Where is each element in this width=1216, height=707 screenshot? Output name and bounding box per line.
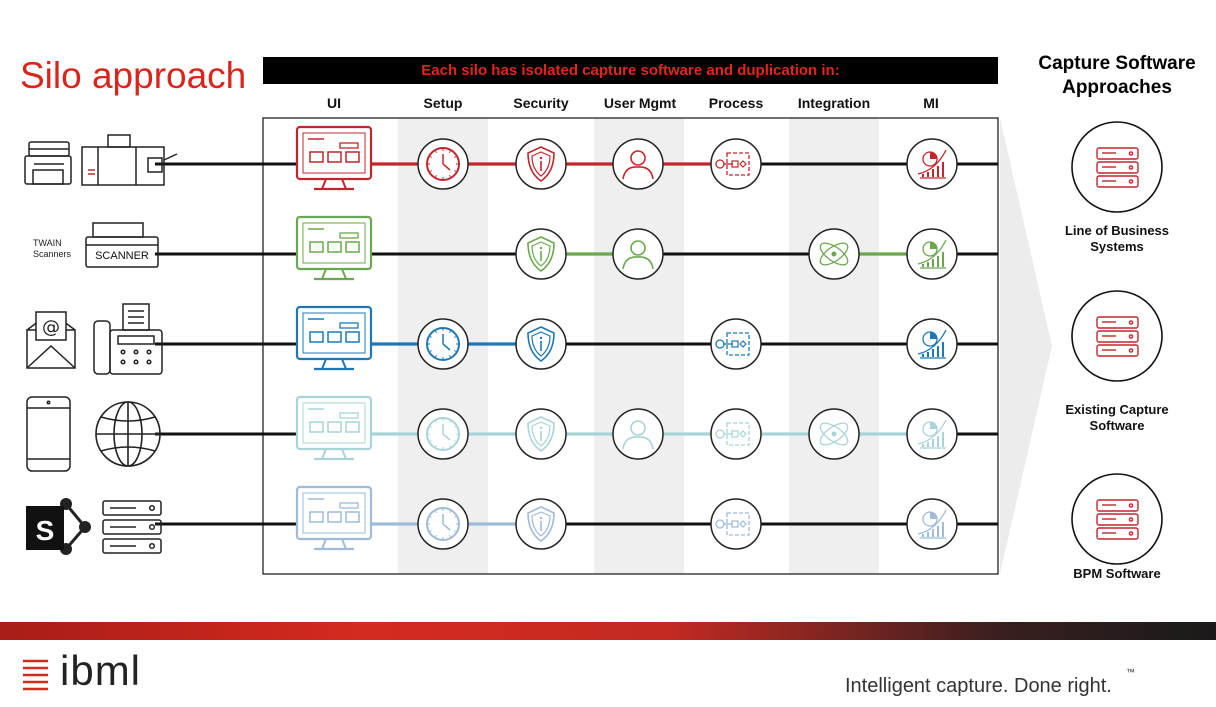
monitor-icon xyxy=(295,125,373,191)
arrow-shape xyxy=(1000,118,1052,574)
monitor-icon xyxy=(295,215,373,281)
right-label-existing: Existing Capture Software xyxy=(1022,402,1212,434)
clock-icon xyxy=(417,318,469,370)
right-title-line2: Approaches xyxy=(1062,77,1172,98)
right-circle-lob xyxy=(1071,121,1163,213)
twain-label-line1: TWAIN xyxy=(33,238,62,248)
right-label-bpm: BPM Software xyxy=(1022,566,1212,582)
shield-icon xyxy=(515,138,567,190)
banner: Each silo has isolated capture software … xyxy=(263,57,998,84)
at-sign-icon: @ xyxy=(42,317,60,338)
process-flow-icon xyxy=(710,318,762,370)
atom-icon xyxy=(808,408,860,460)
right-label-bpm-line1: BPM Software xyxy=(1073,566,1161,581)
silo-row-sharepoint-servers xyxy=(155,485,998,551)
server-stack-icon xyxy=(1096,499,1139,540)
column-header-process: Process xyxy=(708,95,764,111)
page-title: Silo approach xyxy=(20,55,247,96)
process-flow-icon xyxy=(710,138,762,190)
right-circle-bpm xyxy=(1071,473,1163,565)
silo-row-printer-mfp xyxy=(155,125,998,191)
sharepoint-icon: S xyxy=(26,498,91,555)
clock-icon xyxy=(417,138,469,190)
process-flow-icon xyxy=(710,498,762,550)
column-header-integration: Integration xyxy=(797,95,871,111)
analytics-chart-icon xyxy=(906,138,958,190)
right-circle-existing xyxy=(1071,290,1163,382)
fax-machine-icon xyxy=(93,303,163,375)
column-band-integration xyxy=(789,118,879,574)
right-label-lob: Line of Business Systems xyxy=(1022,223,1212,255)
ibml-logo-icon xyxy=(23,659,48,691)
monitor-icon xyxy=(295,485,373,551)
user-icon xyxy=(612,408,664,460)
column-header-security: Security xyxy=(513,95,569,111)
column-header-ui: UI xyxy=(327,95,341,111)
right-label-existing-line1: Existing Capture xyxy=(1065,402,1169,417)
user-icon xyxy=(612,138,664,190)
silo-row-email-fax xyxy=(155,305,998,371)
scanner-label: SCANNER xyxy=(95,250,149,262)
right-panel-title: Capture Software Approaches xyxy=(1022,52,1212,100)
email-envelope-icon xyxy=(26,311,76,369)
analytics-chart-icon xyxy=(906,228,958,280)
diagram-frame xyxy=(262,117,999,575)
shield-icon xyxy=(515,408,567,460)
analytics-chart-icon xyxy=(906,318,958,370)
user-icon xyxy=(612,228,664,280)
server-stack-icon xyxy=(1096,316,1139,357)
column-band-user-mgmt xyxy=(594,118,684,574)
right-label-lob-line1: Line of Business xyxy=(1064,223,1170,238)
atom-icon xyxy=(808,228,860,280)
scanner-icon xyxy=(85,222,159,268)
server-stack-icon xyxy=(1096,147,1139,188)
twain-label: TWAIN Scanners xyxy=(33,238,71,260)
column-header-mi: MI xyxy=(923,95,939,111)
shield-icon xyxy=(515,228,567,280)
clock-icon xyxy=(417,498,469,550)
clock-icon xyxy=(417,408,469,460)
right-label-existing-line2: Software xyxy=(1089,418,1145,433)
process-flow-icon xyxy=(710,408,762,460)
right-label-lob-line2: Systems xyxy=(1090,239,1144,254)
server-rack-icon xyxy=(102,500,162,554)
svg-text:S: S xyxy=(36,515,55,546)
tagline: Intelligent capture. Done right. xyxy=(845,675,1112,697)
monitor-icon xyxy=(295,305,373,371)
right-title-line1: Capture Software xyxy=(1038,53,1196,74)
silo-row-twain-scanners xyxy=(155,215,998,281)
monitor-icon xyxy=(295,395,373,461)
ibml-logo: ibml xyxy=(60,647,142,694)
shield-icon xyxy=(515,498,567,550)
analytics-chart-icon xyxy=(906,498,958,550)
printer-icon xyxy=(24,141,72,185)
column-header-user-mgmt: User Mgmt xyxy=(603,95,677,111)
twain-label-line2: Scanners xyxy=(33,249,72,259)
globe-icon xyxy=(95,401,161,467)
footer-bar xyxy=(0,622,1216,640)
mfp-copier-icon xyxy=(81,134,178,186)
mobile-phone-icon xyxy=(26,396,71,472)
silo-rows xyxy=(155,125,998,551)
trademark: ™ xyxy=(1126,667,1135,677)
silo-row-mobile-web xyxy=(155,395,998,461)
column-header-setup: Setup xyxy=(423,95,463,111)
shield-icon xyxy=(515,318,567,370)
analytics-chart-icon xyxy=(906,408,958,460)
